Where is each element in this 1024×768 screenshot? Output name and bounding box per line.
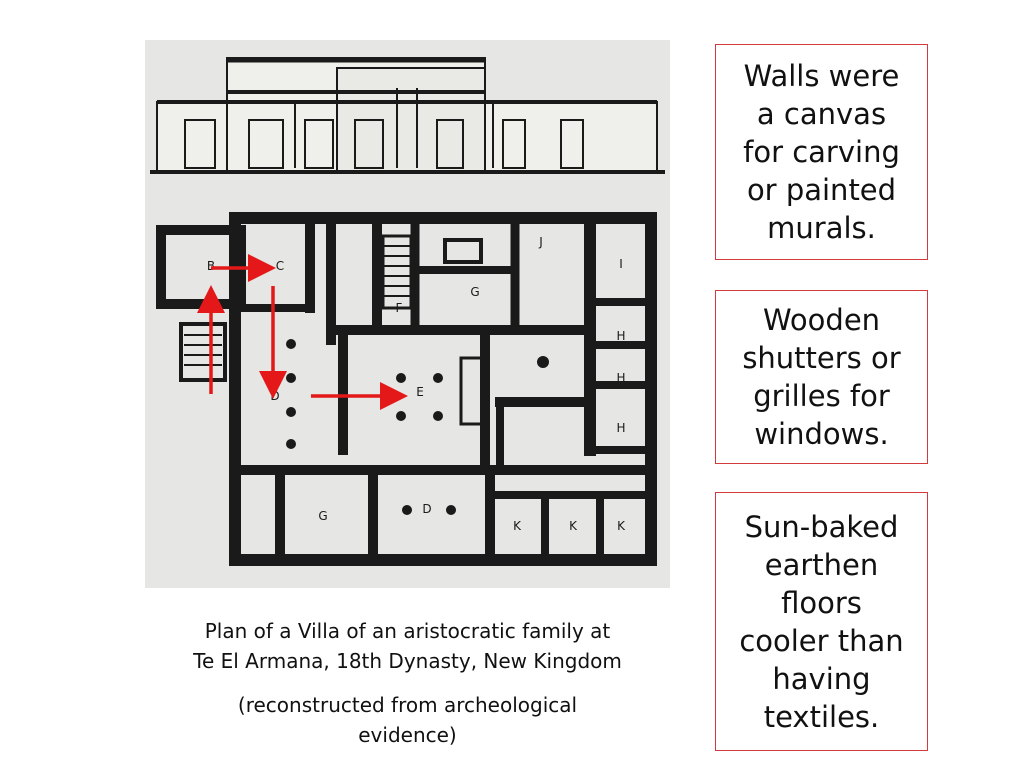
note-floors-line-3: floors bbox=[781, 585, 862, 620]
villa-elevation bbox=[150, 57, 665, 174]
note-windows-line-1: Wooden bbox=[762, 303, 881, 337]
note-windows-line-3: grilles for bbox=[753, 379, 890, 413]
note-walls-line-5: murals. bbox=[767, 211, 876, 245]
room-label-k2: K bbox=[569, 519, 578, 533]
room-label-i: I bbox=[619, 257, 623, 271]
note-windows-line-4: windows. bbox=[754, 417, 889, 451]
note-floors: Sun-baked earthen floors cooler than hav… bbox=[715, 492, 928, 751]
room-label-e: E bbox=[416, 385, 424, 399]
room-label-f: F bbox=[396, 301, 403, 315]
note-walls-line-3: for carving bbox=[743, 135, 900, 169]
room-label-h2: H bbox=[616, 371, 625, 385]
note-floors-line-5: having bbox=[772, 661, 871, 696]
room-label-k3: K bbox=[617, 519, 626, 533]
room-label-j: J bbox=[538, 235, 543, 249]
room-label-d-lower: D bbox=[422, 502, 431, 516]
room-label-h3: H bbox=[616, 421, 625, 435]
note-windows-line-2: shutters or bbox=[742, 341, 901, 375]
room-label-g-lower: G bbox=[318, 509, 327, 523]
figure-caption: Plan of a Villa of an aristocratic famil… bbox=[140, 616, 675, 676]
note-windows: Wooden shutters or grilles for windows. bbox=[715, 290, 928, 464]
plan-columns bbox=[286, 339, 549, 515]
figure-caption-note: (reconstructed from archeological eviden… bbox=[140, 690, 675, 750]
note-walls-line-2: a canvas bbox=[756, 97, 887, 131]
caption-line-1: Plan of a Villa of an aristocratic famil… bbox=[204, 619, 611, 643]
note-floors-line-6: textiles. bbox=[763, 699, 880, 734]
caption-line-3: (reconstructed from archeological bbox=[237, 693, 578, 717]
room-label-c: C bbox=[276, 259, 284, 273]
caption-line-4: evidence) bbox=[358, 723, 457, 747]
note-walls-line-4: or painted bbox=[746, 173, 897, 207]
room-label-k1: K bbox=[513, 519, 522, 533]
room-label-g-upper: G bbox=[470, 285, 479, 299]
note-floors-line-4: cooler than bbox=[739, 623, 904, 658]
villa-floor-plan bbox=[156, 212, 657, 566]
room-label-h1: H bbox=[616, 329, 625, 343]
room-label-b: B bbox=[207, 259, 215, 273]
note-floors-line-1: Sun-baked bbox=[744, 509, 899, 544]
caption-line-2: Te El Armana, 18th Dynasty, New Kingdom bbox=[193, 649, 622, 673]
note-walls-line-1: Walls were bbox=[743, 59, 900, 93]
villa-plan-figure: B C D E F G G J I H H H K K K G D bbox=[145, 40, 670, 588]
note-floors-line-2: earthen bbox=[764, 547, 879, 582]
villa-plan-drawing: B C D E F G G J I H H H K K K G D bbox=[150, 57, 665, 566]
note-walls: Walls were a canvas for carving or paint… bbox=[715, 44, 928, 260]
route-arrows bbox=[197, 254, 408, 410]
